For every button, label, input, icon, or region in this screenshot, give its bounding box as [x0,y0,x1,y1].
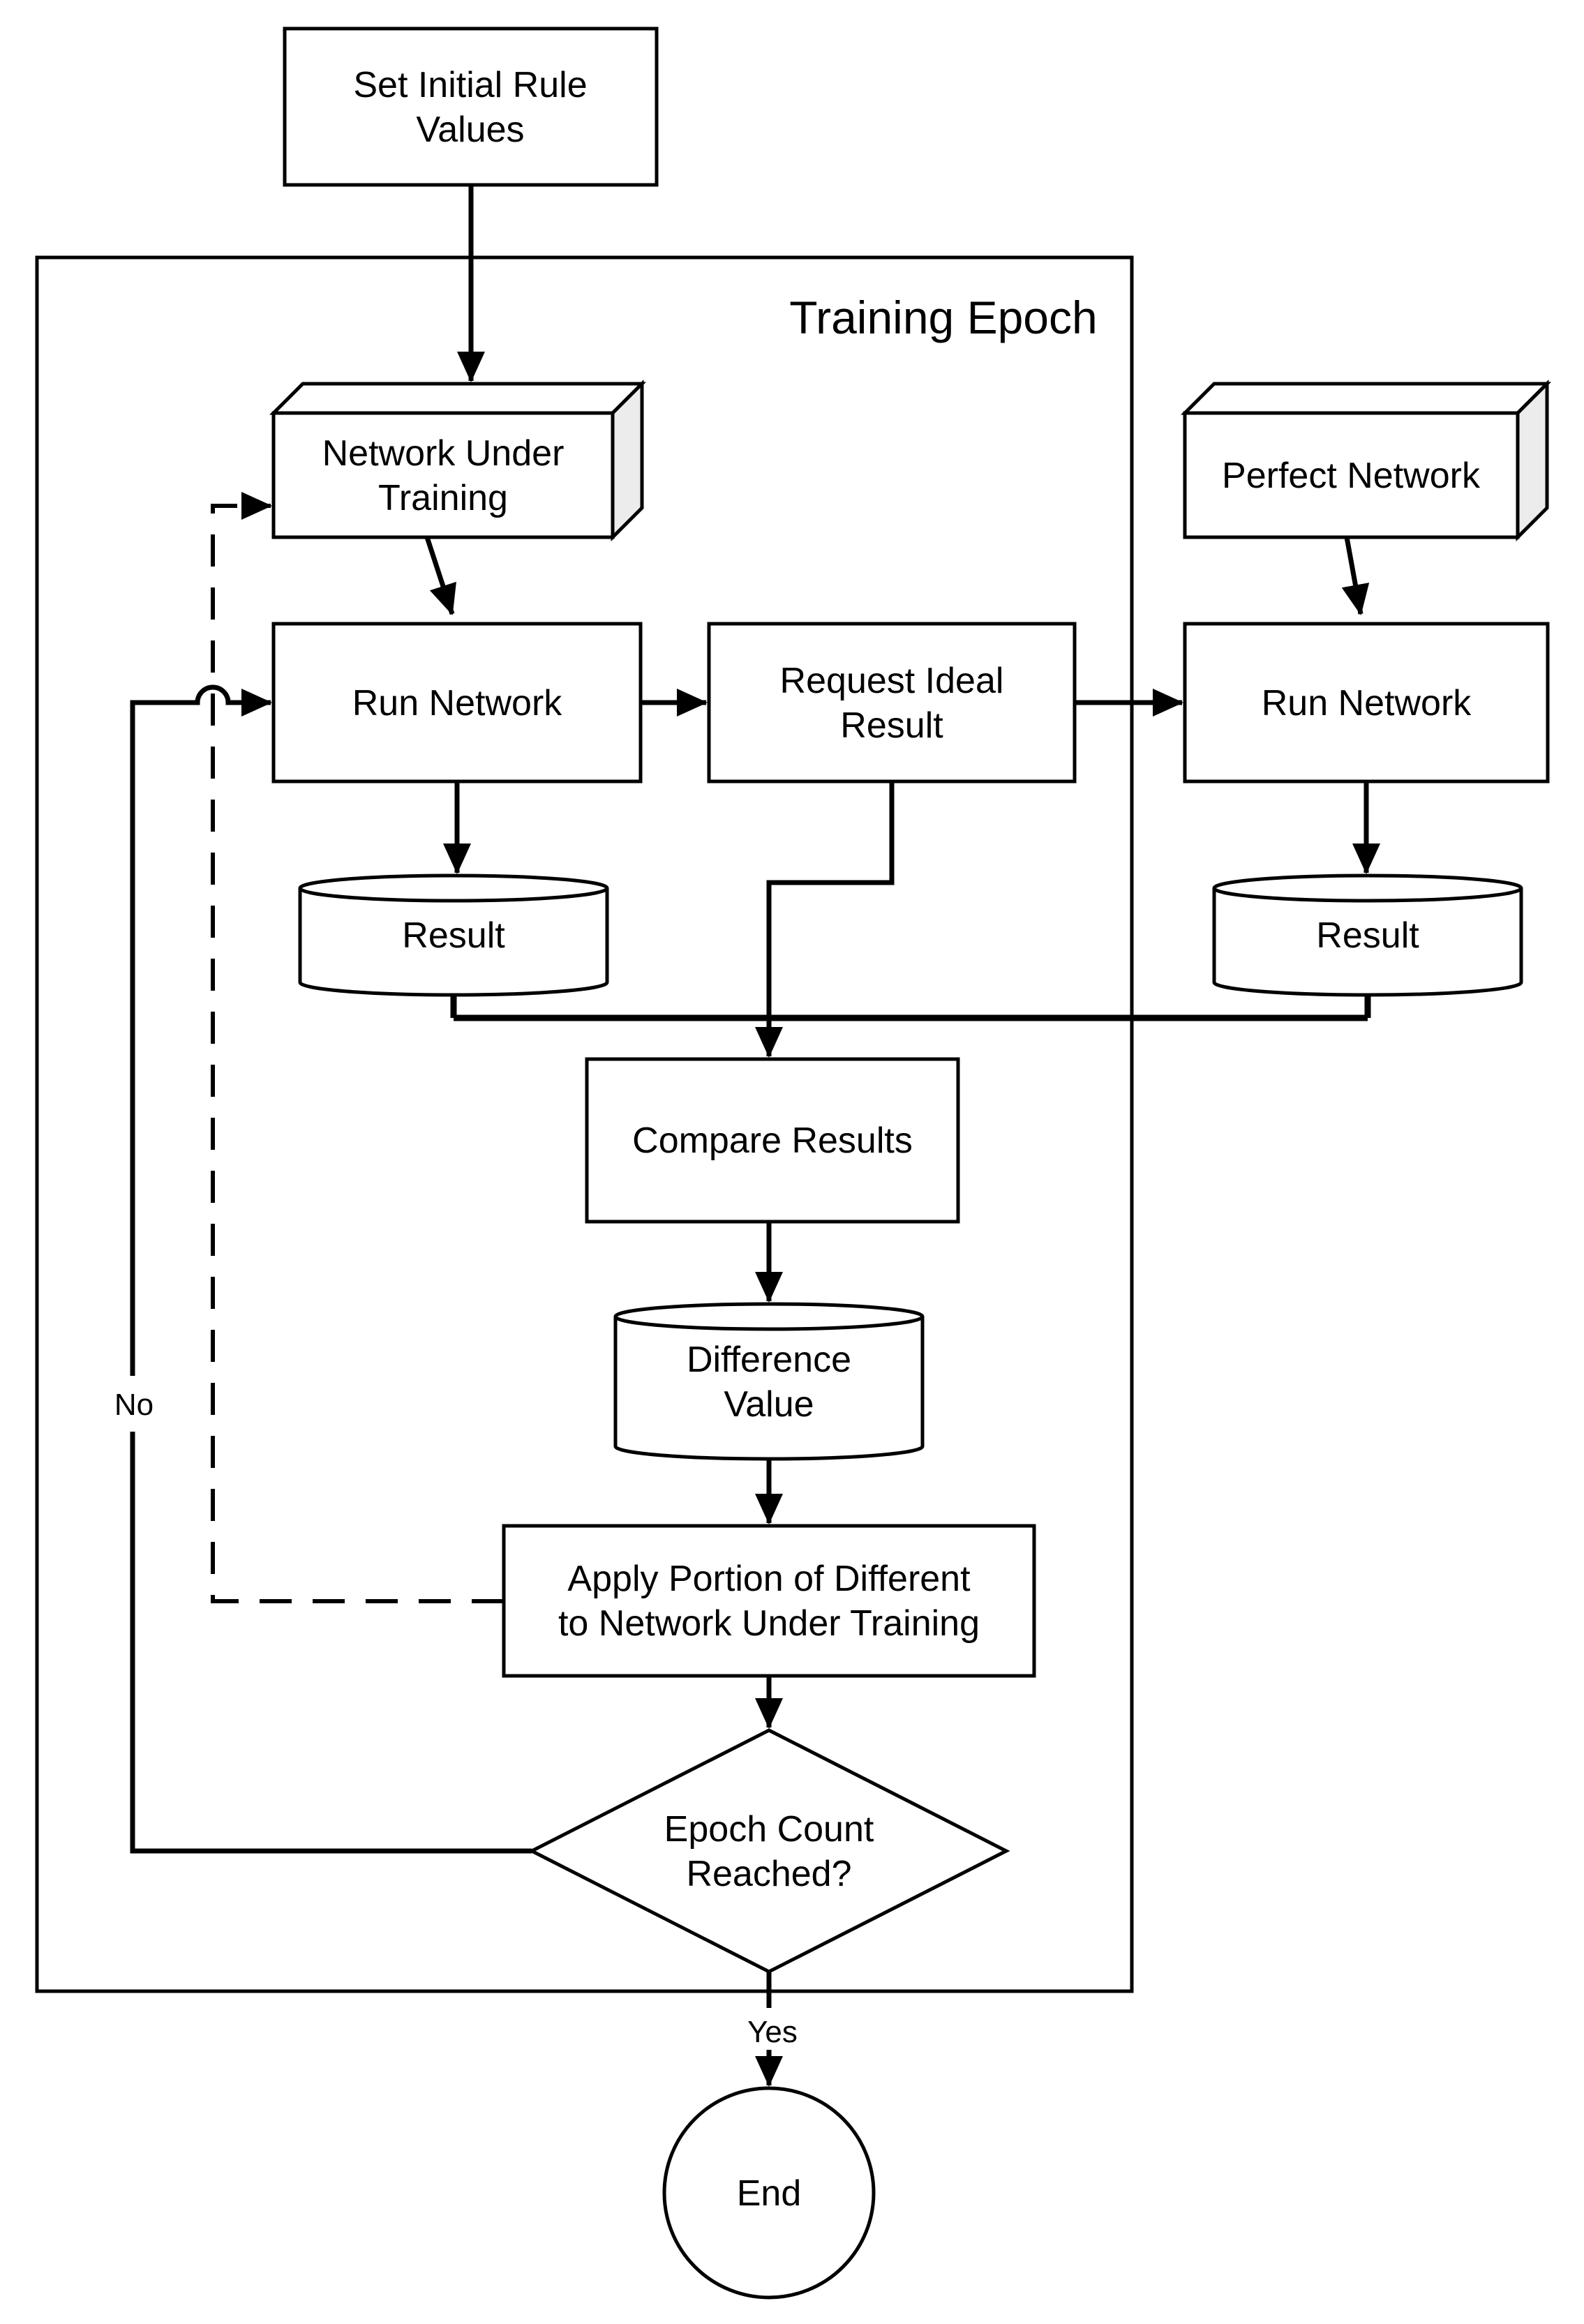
decision-diamond [528,1728,1010,1974]
apply-box [502,1524,1036,1678]
result-right-top [1212,874,1523,903]
difference-top [613,1302,925,1331]
yes-label: Yes [747,2015,798,2049]
nut-top-face [269,382,647,415]
training-epoch-label: Training Epoch [789,292,1097,343]
apply-label-line2: to Network Under Training [558,1603,980,1644]
result-right-label: Result [1316,915,1419,956]
request-label-line1: Request Ideal [780,661,1004,701]
perfect-top-face [1180,382,1552,415]
perfect-label: Perfect Network [1222,456,1481,496]
node-difference-value: Difference Value [613,1302,925,1461]
edge-perfect-to-runright [1341,537,1370,615]
compare-label: Compare Results [632,1120,913,1161]
nut-side-face [611,379,644,542]
end-circle [662,2086,876,2300]
result-left-body [298,888,609,997]
nut-front-face [271,411,615,539]
node-run-network-right: Run Network [1183,622,1550,784]
decision-label-line2: Reached? [686,1854,851,1894]
perfect-side-face [1516,379,1549,542]
result-left-label: Result [402,915,505,956]
training-epoch-container [35,255,1134,1993]
node-run-network-left: Run Network [271,622,643,784]
difference-body [613,1317,925,1461]
request-box [707,622,1077,784]
result-left-top [298,874,609,903]
node-end: End [662,2086,876,2300]
decision-label-line1: Epoch Count [664,1809,874,1850]
edge-label-no: No [103,1376,166,1432]
apply-label-line1: Apply Portion of Different [567,1559,971,1599]
node-result-left: Result [298,874,609,997]
end-label: End [737,2173,802,2214]
node-network-under-training: Network Under Training [269,379,647,542]
node-request-ideal-result: Request Ideal Result [707,622,1077,784]
run-right-box [1183,622,1550,784]
node-epoch-count-decision: Epoch Count Reached? [528,1728,1010,1974]
edge-request-to-compare [755,781,895,1058]
edge-nut-to-runleft [424,536,456,615]
difference-label-line1: Difference [687,1340,851,1380]
run-left-box [271,622,643,784]
nut-label-line2: Training [378,478,508,518]
no-label: No [114,1388,154,1422]
no-label-backing [103,1376,166,1432]
edge-results-bus [450,995,1371,1021]
node-perfect-network: Perfect Network [1180,379,1552,542]
set-initial-label-line1: Set Initial Rule [353,65,587,105]
result-right-body [1212,888,1523,997]
run-left-label: Run Network [352,683,563,724]
perfect-front-face [1183,411,1520,539]
set-initial-box [283,27,659,187]
nut-label-line1: Network Under [322,433,565,474]
node-result-right: Result [1212,874,1523,997]
compare-box [585,1057,960,1224]
node-apply-portion: Apply Portion of Different to Network Un… [502,1524,1036,1678]
difference-label-line2: Value [724,1384,814,1425]
node-set-initial-rule-values: Set Initial Rule Values [283,27,659,187]
run-right-label: Run Network [1262,683,1472,724]
set-initial-label-line2: Values [416,110,524,150]
request-label-line2: Result [840,705,943,746]
node-compare-results: Compare Results [585,1057,960,1224]
edge-decision-no-loop [130,684,532,1854]
